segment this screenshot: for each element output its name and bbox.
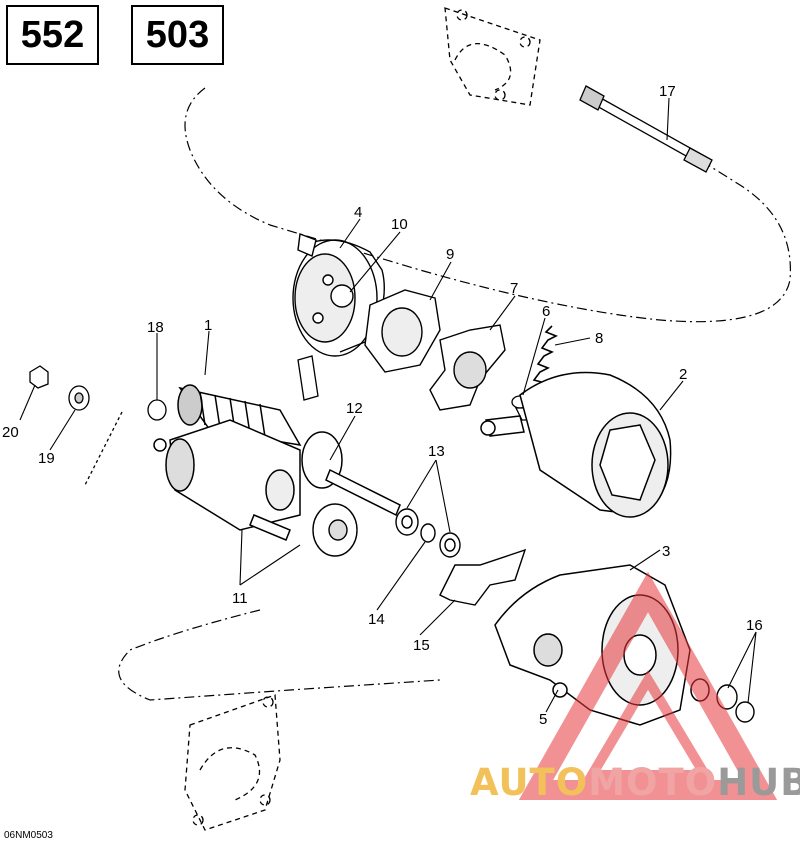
watermark-logo-text: AUTO MOTO HUB xyxy=(470,760,800,804)
callout-9: 9 xyxy=(446,246,454,263)
engine-flange-top xyxy=(444,7,541,106)
callout-2: 2 xyxy=(679,366,687,383)
callout-3: 3 xyxy=(662,543,670,560)
callout-18: 18 xyxy=(147,319,164,336)
field-frame-2 xyxy=(480,371,672,518)
assembly-outline-upper xyxy=(184,87,792,323)
callout-12: 12 xyxy=(346,400,363,417)
model-552-label: 552 xyxy=(20,13,85,56)
watermark-part-auto: AUTO xyxy=(470,760,589,804)
callout-10: 10 xyxy=(391,216,408,233)
callout-1: 1 xyxy=(204,317,212,334)
engine-flange-bottom xyxy=(184,694,281,831)
callout-20: 20 xyxy=(2,424,19,441)
callout-16: 16 xyxy=(746,617,763,634)
end-cover-4 xyxy=(292,233,385,357)
lock-washer-19 xyxy=(68,385,90,411)
callout-19: 19 xyxy=(38,450,55,467)
leader-lines xyxy=(19,97,757,713)
callout-13: 13 xyxy=(428,443,445,460)
armature-1 xyxy=(177,384,401,517)
callout-5: 5 xyxy=(539,711,547,728)
solenoid-end-cap xyxy=(312,503,358,557)
diagram-reference-code: 06NM0503 xyxy=(4,830,53,841)
callout-4: 4 xyxy=(354,204,362,221)
nut-18 xyxy=(147,399,167,421)
nut-20 xyxy=(29,365,49,389)
brush-plate-9 xyxy=(364,289,441,373)
brush-spring-part xyxy=(297,355,319,401)
callout-15: 15 xyxy=(413,637,430,654)
callout-17: 17 xyxy=(659,83,676,100)
starter-solenoid-11 xyxy=(153,419,301,541)
watermark-part-hub: HUB xyxy=(717,760,800,804)
model-503-box: 503 xyxy=(131,5,224,65)
washer-set-13-14 xyxy=(395,508,461,558)
model-552-box: 552 xyxy=(6,5,99,65)
callout-8: 8 xyxy=(595,330,603,347)
watermark-triangle xyxy=(518,571,778,800)
callout-labels: 17 4 10 9 7 6 8 2 1 18 12 13 3 11 14 15 … xyxy=(2,83,763,728)
model-503-label: 503 xyxy=(145,13,210,56)
callout-14: 14 xyxy=(368,611,385,628)
battery-cable xyxy=(84,411,123,486)
shift-lever-15 xyxy=(439,548,527,606)
brush-holder-7 xyxy=(429,324,506,411)
callout-7: 7 xyxy=(510,280,518,297)
callout-11: 11 xyxy=(232,590,248,607)
callout-6: 6 xyxy=(542,303,550,320)
stud-17 xyxy=(579,85,713,173)
assembly-outline-lower xyxy=(118,609,441,701)
watermark-part-moto: MOTO xyxy=(588,760,718,804)
